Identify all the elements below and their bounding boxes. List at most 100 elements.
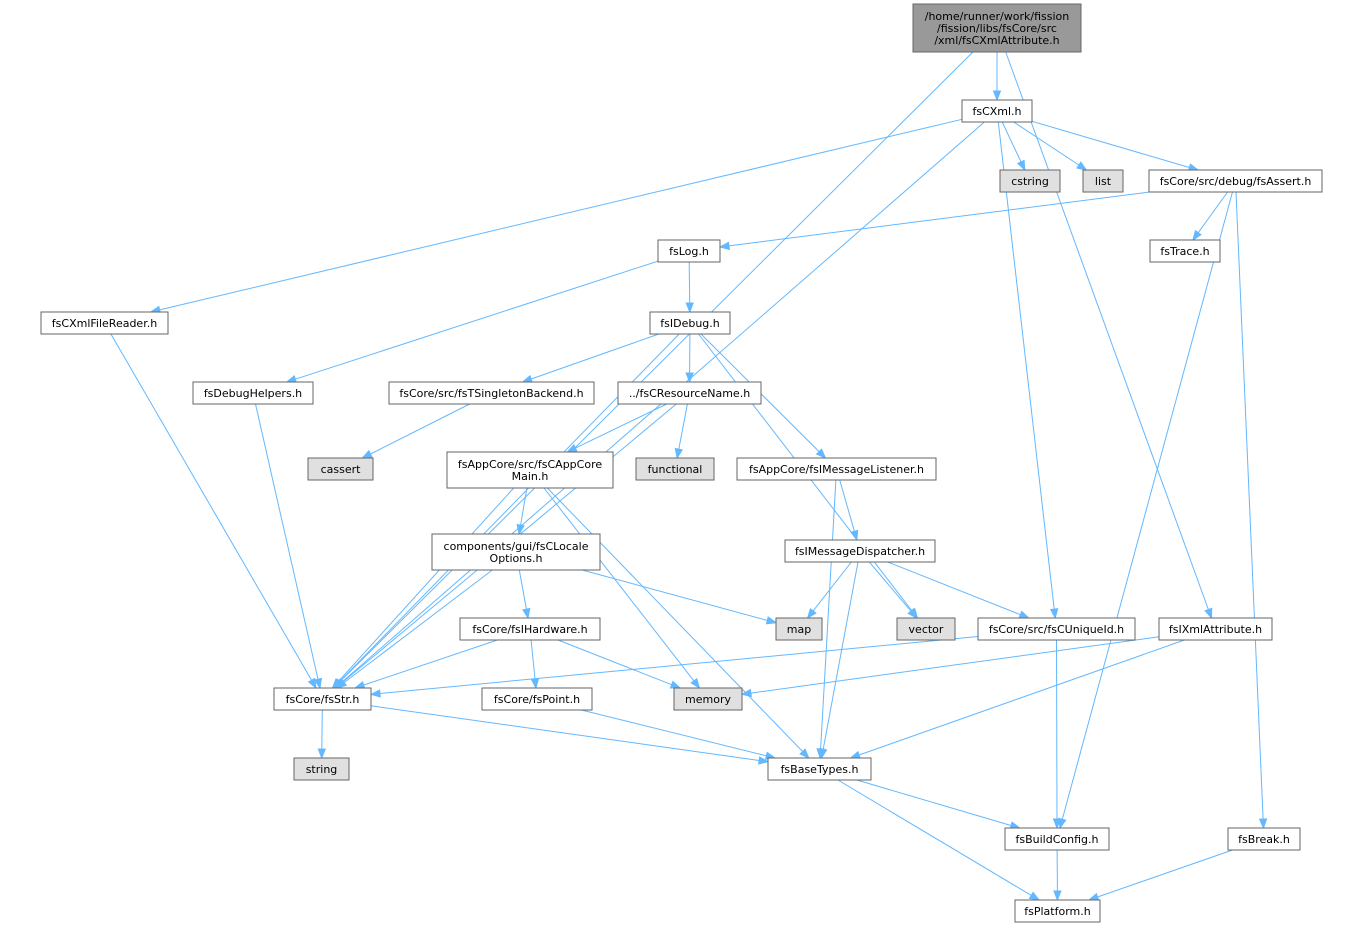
node-fsTSingletonBackend[interactable]: fsCore/src/fsTSingletonBackend.h [388,381,595,405]
edge-fsLog-to-fsDebugHelpers [285,260,659,384]
node-fsTrace[interactable]: fsTrace.h [1149,239,1221,263]
node-list: list [1082,169,1124,193]
node-string: string [293,757,350,781]
node-label: fsIDebug.h [660,317,720,330]
node-cassert: cassert [307,457,374,481]
node-label: /home/runner/work/fission [925,10,1070,23]
edge-fsIMessageDispatcher-to-map [806,561,852,620]
edge-fsIHardware-to-memory [557,639,682,689]
node-label: fsBaseTypes.h [781,763,859,776]
edge-fsCAppCoreMain-to-memory [543,487,701,690]
node-label: string [306,763,338,776]
node-label: fsDebugHelpers.h [204,387,302,400]
node-label: /xml/fsCXmlAttribute.h [934,34,1059,47]
node-box [388,381,595,405]
edge-fsCResourceName-to-fsCAppCoreMain [566,403,667,453]
node-box [767,757,872,781]
node-fsIDebug[interactable]: fsIDebug.h [649,311,731,335]
node-label: fsBreak.h [1238,833,1290,846]
node-label: fsCore/fsStr.h [286,693,360,706]
node-label: fsCXmlFileReader.h [52,317,157,330]
node-box [192,381,314,405]
node-box [775,617,823,641]
node-fsLog[interactable]: fsLog.h [657,239,721,263]
node-box [784,539,936,563]
node-label: fsIXmlAttribute.h [1169,623,1262,636]
node-box [459,617,601,641]
node-label: fsAppCore/src/fsCAppCore [458,458,602,471]
edge-fsIMessageDispatcher-to-vector [868,561,918,620]
node-fsBaseTypes[interactable]: fsBaseTypes.h [767,757,872,781]
node-label: fsCore/src/debug/fsAssert.h [1160,175,1312,188]
node-label: ../fsCResourceName.h [629,387,750,400]
edges-layer [110,51,1268,902]
edge-root-to-fsIXmlAttribute [1005,51,1213,620]
node-fsIXmlAttribute[interactable]: fsIXmlAttribute.h [1158,617,1273,641]
edge-root-to-fsStr [332,51,974,689]
nodes-layer: /home/runner/work/fission/fission/libs/f… [40,3,1323,923]
node-fsAssert[interactable]: fsCore/src/debug/fsAssert.h [1148,169,1323,193]
edge-fsCXmlFileReader-to-fsStr [110,333,317,690]
edge-fsIMessageListener-to-fsIMessageDispatcher [839,479,859,542]
edge-fsIHardware-to-fsStr [353,639,498,689]
edge-fsIMessageDispatcher-to-fsBaseTypes [819,561,859,760]
node-fsCXmlFileReader[interactable]: fsCXmlFileReader.h [40,311,169,335]
node-fsStr[interactable]: fsCore/fsStr.h [273,687,372,711]
node-label: fsTrace.h [1160,245,1209,258]
node-root: /home/runner/work/fission/fission/libs/f… [912,3,1082,53]
node-fsBreak[interactable]: fsBreak.h [1227,827,1301,851]
node-fsIMessageListener[interactable]: fsAppCore/fsIMessageListener.h [736,457,937,481]
node-label: memory [685,693,731,706]
node-fsPoint[interactable]: fsCore/fsPoint.h [481,687,593,711]
edge-fsCAppCoreMain-to-fsCLocaleOptions [516,487,528,536]
edge-fsCLocaleOptions-to-fsIHardware [518,569,531,620]
node-box [736,457,937,481]
node-fsDebugHelpers[interactable]: fsDebugHelpers.h [192,381,314,405]
node-fsCUniqueId[interactable]: fsCore/src/fsCUniqueId.h [977,617,1136,641]
edge-fsCLocaleOptions-to-fsStr [335,569,493,689]
node-box [1158,617,1273,641]
node-label: fsCore/src/fsTSingletonBackend.h [399,387,583,400]
node-box [961,99,1033,123]
node-box [273,687,372,711]
node-label: fsLog.h [669,245,709,258]
edge-fsIXmlAttribute-to-memory [740,636,1160,698]
node-label: fsCore/src/fsCUniqueId.h [989,623,1124,636]
node-box [481,687,593,711]
node-fsCResourceName[interactable]: ../fsCResourceName.h [617,381,762,405]
edge-fsCResourceName-to-functional [674,403,688,460]
edge-fsLog-to-fsIDebug [685,261,694,314]
node-label: Main.h [512,470,549,483]
edge-fsBreak-to-fsPlatform [1087,849,1233,901]
node-label: list [1095,175,1112,188]
node-cstring: cstring [999,169,1061,193]
node-label: fsAppCore/fsIMessageListener.h [749,463,924,476]
node-vector: vector [896,617,956,641]
edge-fsBaseTypes-to-fsPlatform [837,779,1041,901]
node-label: fsPlatform.h [1024,905,1090,918]
edge-fsStr-to-fsBaseTypes [370,705,770,765]
node-fsIMessageDispatcher[interactable]: fsIMessageDispatcher.h [784,539,936,563]
edge-fsCLocaleOptions-to-map [582,569,778,625]
node-label: Options.h [490,552,543,565]
node-fsIHardware[interactable]: fsCore/fsIHardware.h [459,617,601,641]
node-functional: functional [635,457,715,481]
node-fsCXml[interactable]: fsCXml.h [961,99,1033,123]
edge-fsCXml-to-fsCXmlFileReader [149,118,963,314]
node-label: fsCore/fsIHardware.h [472,623,587,636]
node-box [649,311,731,335]
node-map: map [775,617,823,641]
node-fsPlatform[interactable]: fsPlatform.h [1014,899,1101,923]
node-label: /fission/libs/fsCore/src [937,22,1057,35]
edge-root-to-fsCXml [992,52,1002,102]
node-fsBuildConfig[interactable]: fsBuildConfig.h [1004,827,1110,851]
node-label: fsBuildConfig.h [1016,833,1099,846]
edge-fsAssert-to-fsBreak [1235,191,1268,830]
edge-fsCXml-to-fsStr [334,121,985,689]
node-box [977,617,1136,641]
node-label: map [787,623,811,636]
node-box [673,687,743,711]
node-box [1004,827,1110,851]
